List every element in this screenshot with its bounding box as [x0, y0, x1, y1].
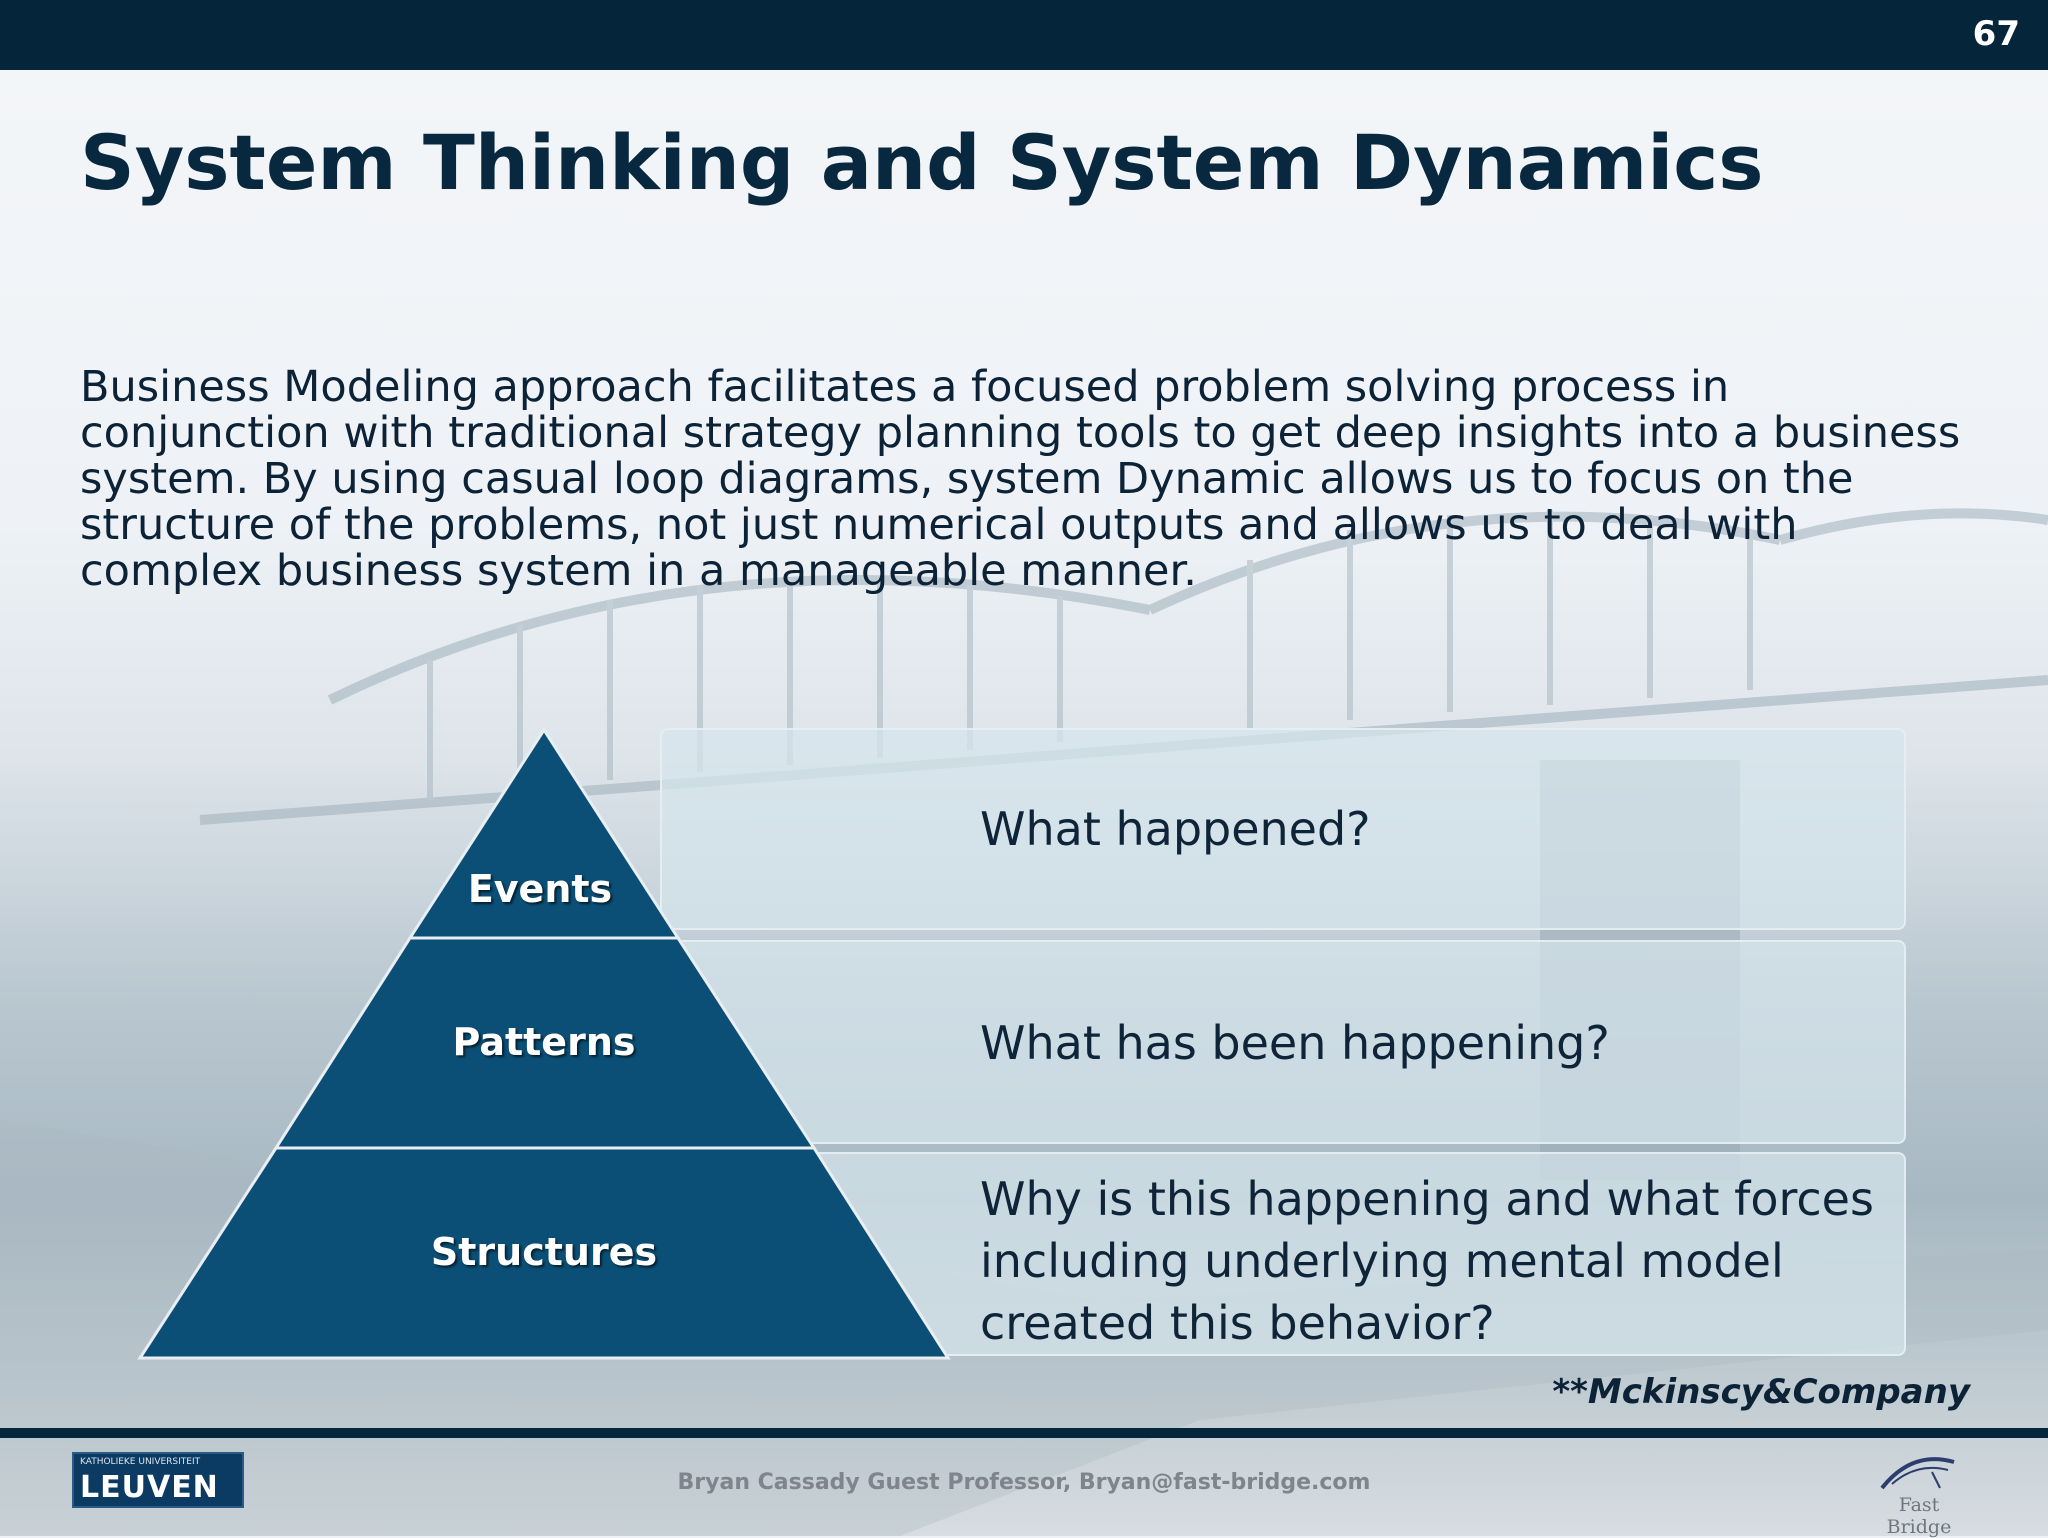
fast-bridge-logo-icon — [1880, 1457, 1955, 1490]
footer-divider — [0, 1428, 2048, 1438]
pyramid-label-structures: Structures — [430, 1230, 658, 1274]
pyramid-label-events: Events — [467, 867, 613, 911]
source-citation: **Mckinscy&Company — [1552, 1372, 1970, 1412]
slide-body-text: Business Modeling approach facilitates a… — [80, 362, 1961, 596]
pyramid-label-patterns: Patterns — [452, 1020, 636, 1064]
question-patterns: What has been happening? — [980, 1016, 1610, 1070]
question-structures: Why is this happening and what forces in… — [980, 1172, 1874, 1350]
question-row-patterns — [660, 940, 1906, 1144]
slide-number: 67 — [1972, 14, 2020, 54]
fast-bridge-logo-text: Fast Bridge — [1886, 1494, 1952, 1538]
ku-leuven-logo: KATHOLIEKE UNIVERSITEIT LEUVEN — [72, 1452, 244, 1508]
question-events: What happened? — [980, 802, 1371, 856]
slide-title: System Thinking and System Dynamics — [80, 118, 1764, 207]
footer-presenter: Bryan Cassady Guest Professor, Bryan@fas… — [677, 1470, 1371, 1495]
question-row-events — [660, 728, 1906, 930]
pyramid-level-structures — [137, 1146, 951, 1360]
top-bar — [0, 0, 2048, 70]
ku-leuven-logo-main-text: LEUVEN — [80, 1470, 219, 1505]
ku-leuven-logo-small-text: KATHOLIEKE UNIVERSITEIT — [80, 1457, 201, 1467]
